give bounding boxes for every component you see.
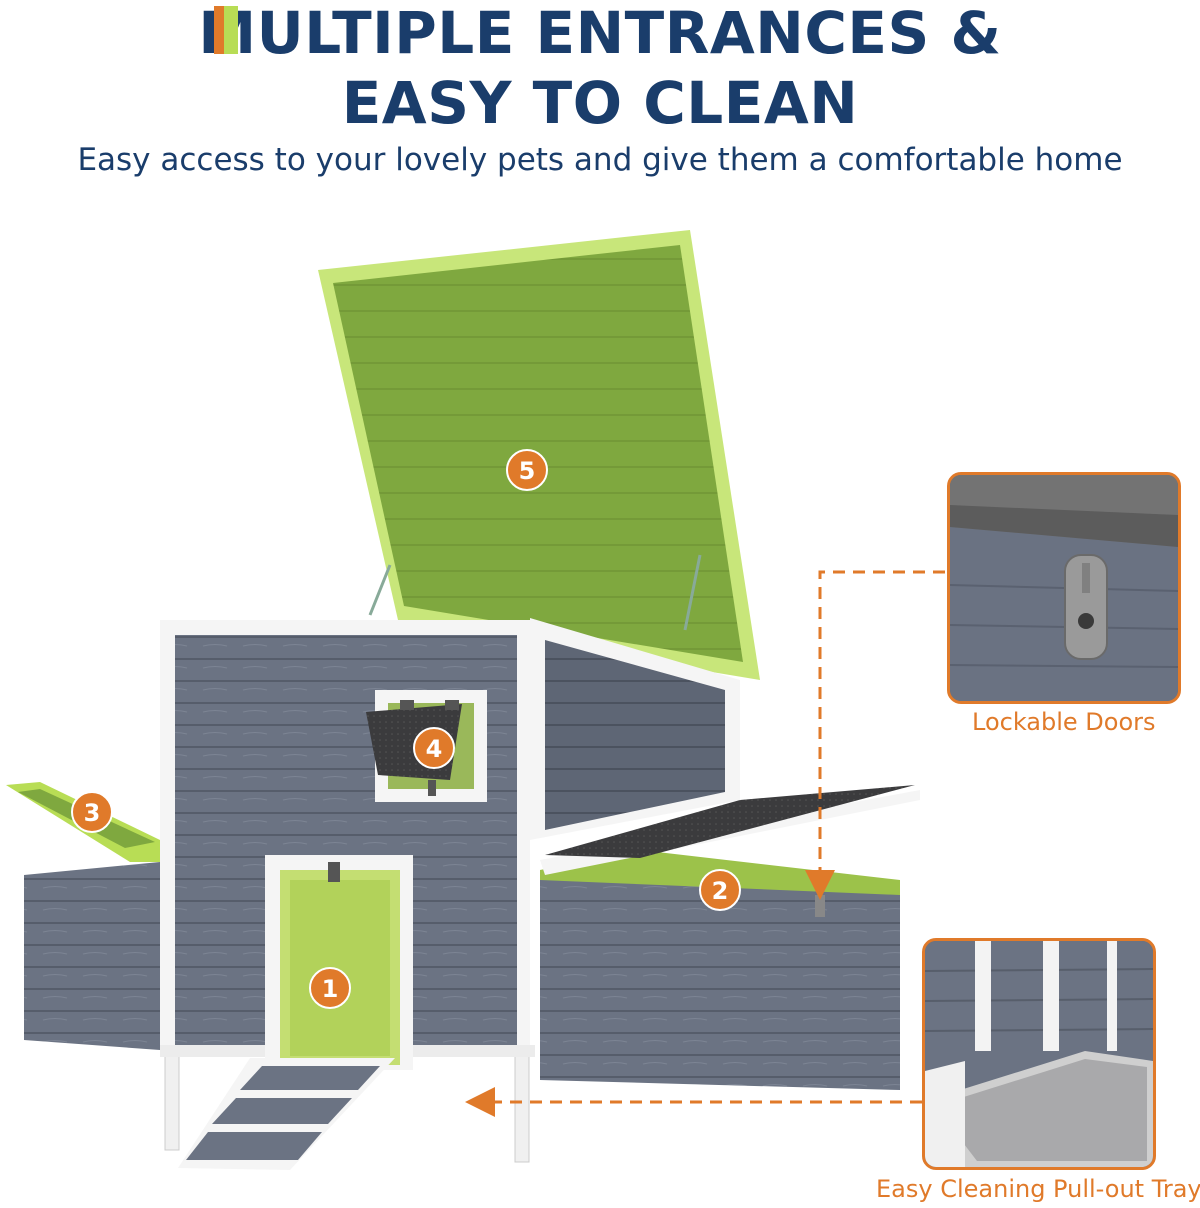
subtitle: Easy access to your lovely pets and give… (77, 142, 1123, 178)
callout-1: 1 (309, 967, 351, 1009)
tray-caption: Easy Cleaning Pull-out Tray (876, 1175, 1200, 1203)
lock-caption: Lockable Doors (972, 708, 1156, 736)
callout-5: 5 (506, 449, 548, 491)
callout-1-number: 1 (322, 975, 339, 1003)
tray-detail-image (925, 941, 1153, 1167)
headline-line-2: EASY TO CLEAN (341, 69, 859, 137)
callout-3: 3 (71, 791, 113, 833)
callout-4: 4 (413, 727, 455, 769)
right-nesting-box (540, 785, 920, 1090)
ramp (178, 1058, 395, 1170)
accent-bars-decoration (214, 6, 238, 54)
callout-2: 2 (699, 869, 741, 911)
lock-connector-arrow (805, 570, 945, 900)
callout-5-number: 5 (519, 457, 536, 485)
lock-detail-inset (947, 472, 1181, 704)
tray-detail-inset (922, 938, 1156, 1170)
front-door (265, 855, 413, 1070)
headline-line-1: MULTIPLE ENTRANCES & (198, 0, 1002, 67)
callout-4-number: 4 (426, 735, 443, 763)
header: MULTIPLE ENTRANCES & EASY TO CLEAN Easy … (0, 0, 1200, 180)
dashed-connectors (465, 570, 945, 1117)
callout-3-number: 3 (84, 799, 101, 827)
lock-detail-image (950, 475, 1178, 701)
callout-2-number: 2 (712, 877, 729, 905)
